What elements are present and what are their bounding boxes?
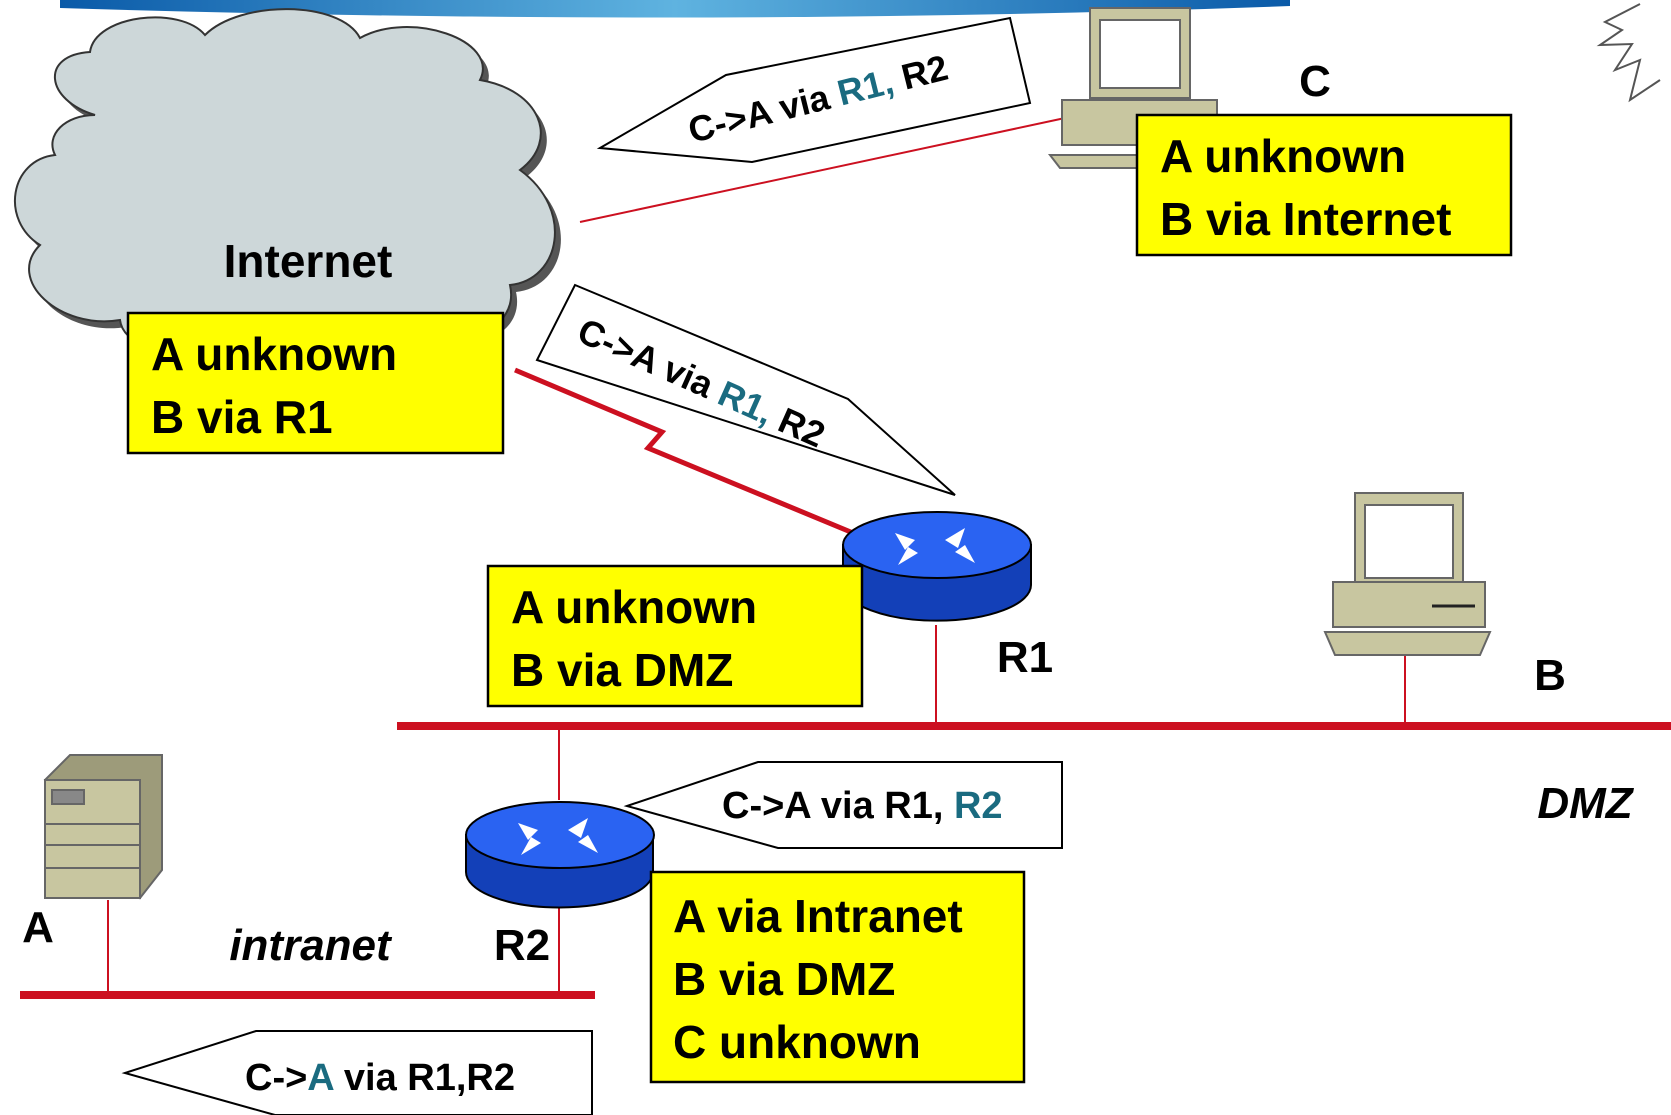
routing-table-r2-line-3: C unknown bbox=[673, 1016, 921, 1068]
routing-table-r1-line-1: A unknown bbox=[511, 581, 757, 633]
routing-table-r2-line-2: B via DMZ bbox=[673, 953, 895, 1005]
packet-arrow-to-internet: C->A via R1, R2 bbox=[596, 16, 1032, 164]
host-b-label: B bbox=[1534, 651, 1566, 700]
routing-table-internet-line-2: B via R1 bbox=[151, 391, 333, 443]
packet-text-to-a: C->A via R1,R2 bbox=[245, 1057, 515, 1099]
host-c-label: C bbox=[1299, 57, 1331, 106]
routing-table-r1: A unknown B via DMZ bbox=[486, 564, 864, 708]
dmz-label: DMZ bbox=[1537, 779, 1634, 828]
server-tower-icon-a bbox=[43, 754, 163, 900]
internet-label: Internet bbox=[224, 235, 393, 287]
routing-table-r2: A via Intranet B via DMZ C unknown bbox=[649, 870, 1026, 1084]
packet-text-to-r2: C->A via R1, R2 bbox=[722, 785, 1003, 827]
routing-table-r2-line-1: A via Intranet bbox=[673, 890, 963, 942]
router-r1-label: R1 bbox=[997, 633, 1053, 682]
corner-decoration-icon bbox=[1596, 3, 1661, 103]
intranet-label: intranet bbox=[229, 921, 393, 970]
routing-table-c-line-1: A unknown bbox=[1160, 130, 1406, 182]
router-icon-r2 bbox=[465, 801, 655, 909]
routing-table-r1-line-2: B via DMZ bbox=[511, 644, 733, 696]
packet-arrow-to-r1: C->A via R1, R2 bbox=[535, 283, 956, 496]
router-icon-r1 bbox=[842, 511, 1032, 622]
router-r2-label: R2 bbox=[494, 921, 550, 970]
packet-arrow-to-r2: C->A via R1, R2 bbox=[623, 761, 1063, 849]
desktop-computer-icon-b bbox=[1323, 492, 1492, 656]
internet-cloud-icon bbox=[14, 8, 561, 366]
routing-table-c: A unknown B via Internet bbox=[1135, 113, 1513, 257]
network-links bbox=[20, 117, 1671, 999]
routing-table-c-line-2: B via Internet bbox=[1160, 193, 1451, 245]
link-internet-c bbox=[579, 117, 1066, 223]
packet-arrow-to-a: C->A via R1,R2 bbox=[121, 1030, 593, 1115]
routing-table-internet: A unknown B via R1 bbox=[126, 311, 505, 455]
link-internet-r1-serial bbox=[514, 367, 871, 543]
host-a-label: A bbox=[22, 903, 54, 952]
header-banner bbox=[60, 0, 1290, 18]
routing-table-internet-line-1: A unknown bbox=[151, 328, 397, 380]
